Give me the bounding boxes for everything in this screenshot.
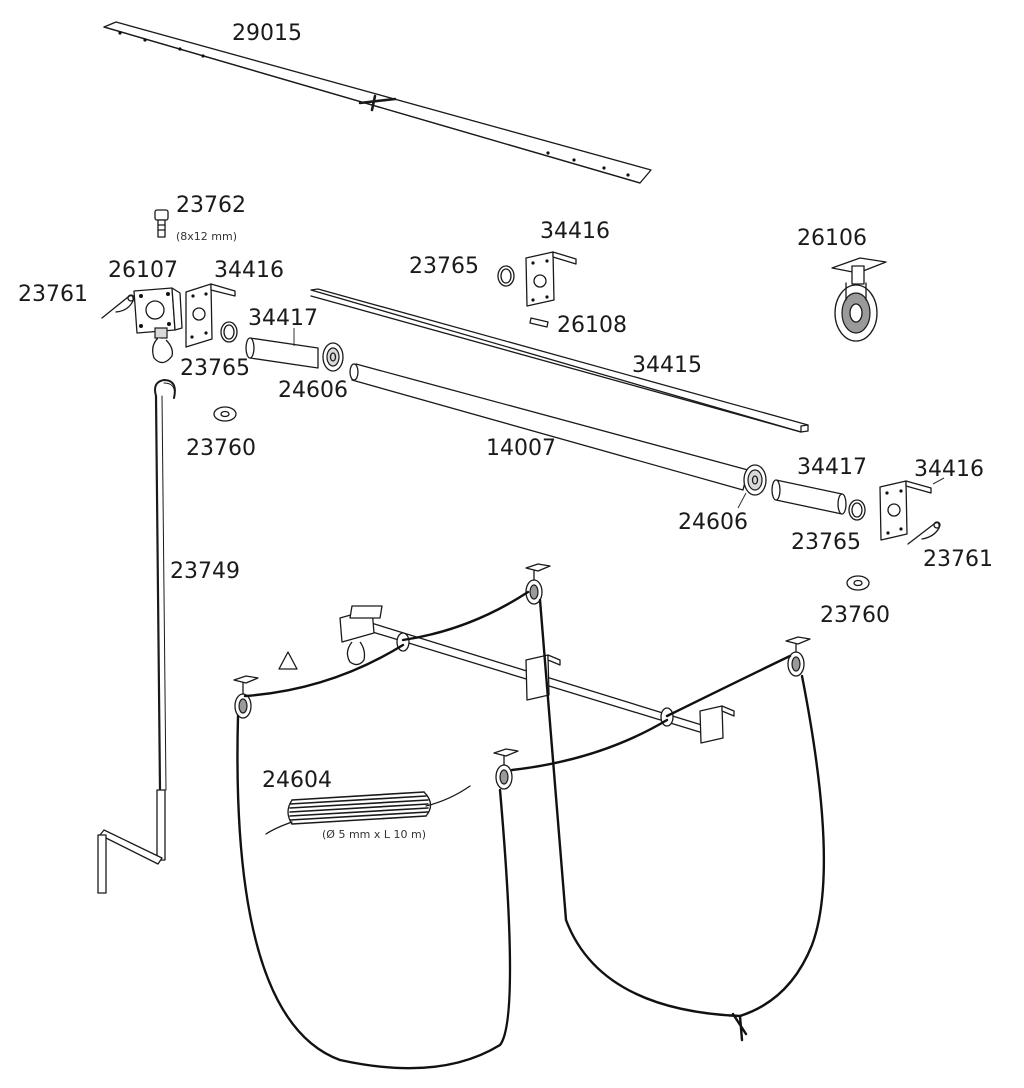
screw-23762: [154, 209, 169, 238]
label-23760-left: 23760: [186, 436, 256, 461]
label-24606-left: 24606: [278, 378, 348, 403]
label-24606-right: 24606: [678, 510, 748, 535]
bearing-24606-right: [737, 464, 767, 509]
middle-bracket-34416: [525, 251, 577, 307]
bearing-24606-left: [322, 342, 344, 372]
label-23762-dimensions: (8x12 mm): [176, 230, 237, 243]
shaft-34417-right: [771, 479, 847, 515]
square-tube-34415: [310, 288, 809, 433]
label-26108: 26108: [557, 313, 627, 338]
washer-23765-right: [848, 499, 866, 521]
washer-23765-middle: [497, 265, 515, 287]
label-34417-left: 34417: [248, 306, 318, 331]
label-34416-middle: 34416: [540, 219, 610, 244]
label-23765-right: 23765: [791, 530, 861, 555]
label-23762: 23762: [176, 193, 246, 218]
label-23765-left: 23765: [180, 356, 250, 381]
washer-23760-left: [213, 406, 237, 422]
label-34415: 34415: [632, 353, 702, 378]
pulley-assembled-right: [785, 636, 811, 677]
pulley-assembled-left: [233, 675, 259, 719]
washer-23760-right: [846, 575, 870, 591]
roller-tube-14007: [349, 363, 749, 491]
crank-handle-23749: [97, 379, 176, 894]
label-24604-dimensions: (Ø 5 mm x L 10 m): [322, 828, 426, 841]
label-23761-left: 23761: [18, 282, 88, 307]
pulley-assembled-bottom: [493, 748, 519, 790]
pulley-26106: [831, 257, 887, 342]
label-26106: 26106: [797, 226, 867, 251]
pulley-assembled-top: [525, 563, 551, 605]
label-34416-left: 34416: [214, 258, 284, 283]
label-24604: 24604: [262, 768, 332, 793]
shaft-34417-left: [245, 328, 319, 369]
hitch-pin-23761-right: [907, 521, 941, 545]
label-29015: 29015: [232, 21, 302, 46]
end-bracket-34416-left: [185, 283, 236, 348]
pin-26108: [529, 317, 549, 328]
crank-bracket-26107: [133, 287, 183, 364]
label-34416-right: 34416: [914, 457, 984, 482]
label-23760-right: 23760: [820, 603, 890, 628]
label-26107: 26107: [108, 258, 178, 283]
label-14007: 14007: [486, 436, 556, 461]
assembled-view: [233, 563, 826, 1070]
label-34417-right: 34417: [797, 455, 867, 480]
label-23765-middle: 23765: [409, 254, 479, 279]
mounting-plate-29015: [103, 21, 652, 184]
warning-triangle-icon: [278, 651, 298, 670]
end-bracket-34416-right: [879, 477, 945, 541]
label-23761-right: 23761: [923, 547, 993, 572]
washer-23765-left: [220, 321, 238, 343]
label-23749: 23749: [170, 559, 240, 584]
rope-coil-24604: [265, 785, 471, 835]
hitch-pin-23761-left: [101, 294, 135, 319]
